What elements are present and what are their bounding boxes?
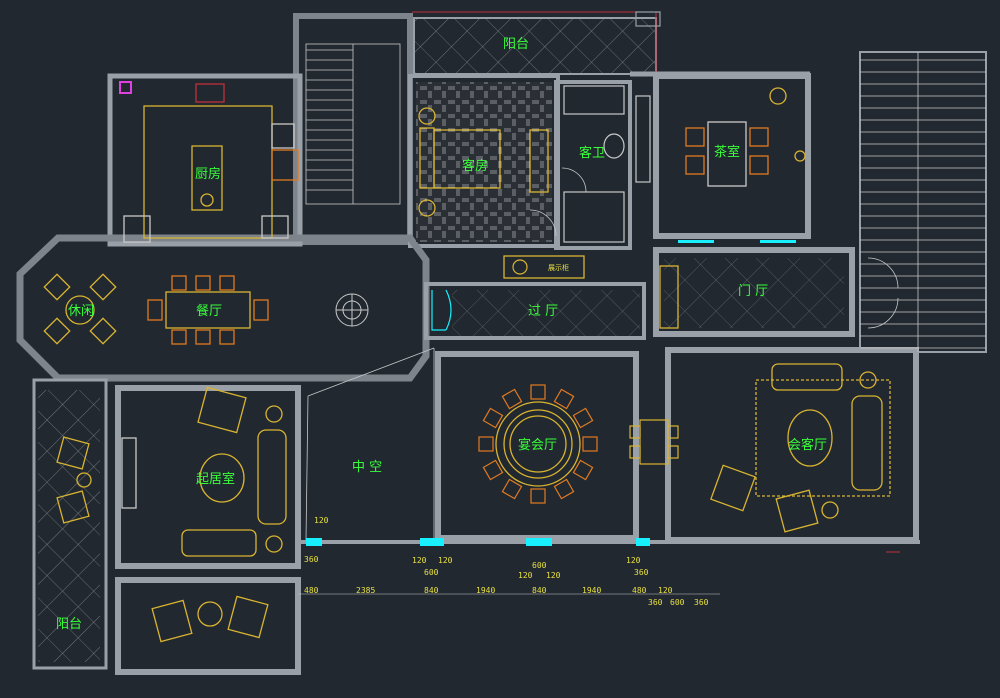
dim-360-a: 360 (304, 555, 319, 564)
leisure-furniture (43, 273, 117, 345)
foyer-furniture (659, 265, 679, 329)
guest-room-floor (416, 82, 552, 242)
label-dining: 餐厅 (196, 303, 222, 319)
banquet-chair (501, 478, 523, 500)
banquet-chair (530, 384, 546, 400)
label-corridor: 过 厅 (528, 304, 558, 319)
display-cabinet (503, 255, 585, 279)
label-balcony-top: 阳台 (503, 37, 529, 52)
banquet-table (495, 401, 581, 487)
dim-360-b: 360 (634, 568, 649, 577)
banquet-chair (482, 407, 504, 429)
label-reception: 会客厅 (788, 437, 827, 453)
dim-120-e: 120 (546, 571, 561, 580)
red-lines (412, 11, 900, 553)
dim-120-g: 120 (658, 586, 673, 595)
dim-840-b: 840 (532, 586, 547, 595)
door-arcs (529, 167, 899, 329)
void-lines (305, 347, 435, 541)
dim-1940-b: 1940 (582, 586, 601, 595)
dim-120-c: 120 (438, 556, 453, 565)
dim-480-b: 480 (632, 586, 647, 595)
banquet-chair (572, 407, 594, 429)
tea-table (685, 87, 806, 187)
dim-600-a: 600 (424, 568, 439, 577)
label-living: 起居室 (196, 471, 235, 487)
side-table (629, 419, 679, 465)
dim-120-a: 120 (314, 516, 329, 525)
guest-bed (418, 107, 549, 217)
banquet-chairs (478, 384, 598, 504)
banquet-chair (501, 388, 523, 410)
kitchen-furniture (123, 83, 299, 243)
label-cabinet: 展示柜 (548, 263, 569, 272)
label-banquet: 宴会厅 (518, 437, 557, 453)
stair-steps (306, 49, 353, 191)
dining-table (147, 275, 269, 345)
magenta-marker (119, 81, 132, 94)
banquet-chair (553, 388, 575, 410)
bath-fixtures (563, 85, 651, 243)
label-tea-room: 茶室 (714, 144, 740, 160)
label-guest-bath: 客卫 (579, 145, 605, 161)
dim-600-b: 600 (532, 561, 547, 570)
dim-840-a: 840 (424, 586, 439, 595)
stairs-inner (305, 43, 401, 205)
windows (306, 240, 796, 546)
banquet-chair (582, 436, 598, 452)
dimension-labels: 120 360 480 2385 120 600 120 840 1940 60… (304, 516, 709, 607)
banquet-chair (478, 436, 494, 452)
dim-120-b: 120 (412, 556, 427, 565)
banquet-chair (530, 488, 546, 504)
banquet-chair (572, 459, 594, 481)
label-balcony-left: 阳台 (56, 617, 82, 632)
dim-360-c: 360 (648, 598, 663, 607)
dim-600-c: 600 (670, 598, 685, 607)
dim-360-d: 360 (694, 598, 709, 607)
label-leisure: 休闲 (68, 304, 94, 319)
banquet-chair (553, 478, 575, 500)
living-furniture (121, 386, 287, 557)
dining-rosette (335, 293, 369, 327)
dim-2385: 2385 (356, 586, 375, 595)
dim-120-d: 120 (518, 571, 533, 580)
dim-480-a: 480 (304, 586, 319, 595)
stairs-outer (859, 51, 987, 353)
dim-120-f: 120 (626, 556, 641, 565)
dim-1940-a: 1940 (476, 586, 495, 595)
label-foyer: 门 厅 (738, 284, 768, 299)
top-right-box (635, 11, 661, 27)
label-void: 中 空 (352, 460, 382, 475)
label-guest-room: 客房 (462, 158, 488, 174)
label-kitchen: 厨房 (195, 166, 221, 182)
corridor-door (431, 289, 452, 331)
balcony-chairs (56, 436, 92, 524)
outer-stair-steps (860, 59, 986, 349)
bottom-room-furniture (151, 595, 269, 643)
banquet-chair (482, 459, 504, 481)
reception-furniture (710, 363, 891, 533)
